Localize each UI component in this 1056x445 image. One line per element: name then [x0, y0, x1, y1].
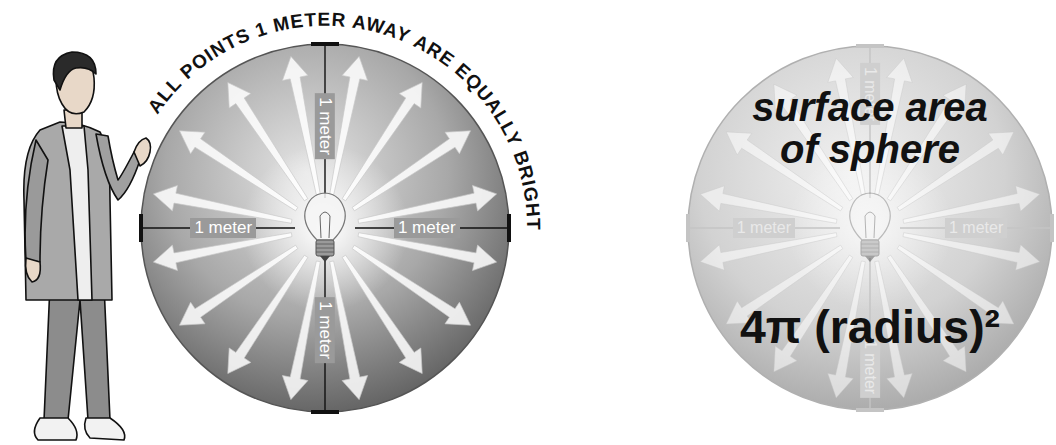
- radius-end-bar: [856, 408, 884, 412]
- radius-end-bar: [507, 214, 511, 242]
- curved-caption: ALL POINTS 1 METER AWAY ARE EQUALLY BRIG…: [144, 9, 545, 231]
- radius-end-bar: [856, 44, 884, 48]
- sphere-outline: [688, 46, 1052, 410]
- light-ray-arrow: [153, 233, 292, 271]
- radius-end-bar: [686, 214, 690, 242]
- radius-end-bar: [311, 410, 339, 414]
- sphere: ALL POINTS 1 METER AWAY ARE EQUALLY BRIG…: [140, 43, 510, 413]
- light-ray-arrow: [342, 83, 422, 201]
- radius-end-bar: [139, 214, 143, 242]
- light-ray-arrow: [330, 261, 368, 400]
- radius-end-bar: [311, 42, 339, 46]
- radius-label: 1 meter: [315, 93, 335, 159]
- man-figure: [0, 0, 160, 445]
- light-ray-arrow: [180, 131, 298, 211]
- formula-text: 4π (radius)²: [740, 300, 1000, 354]
- radius-end-bar: [1050, 214, 1054, 242]
- light-bulb: [305, 193, 346, 262]
- heading-text: surface area of sphere: [735, 86, 1005, 170]
- sphere: 1 meter1 meter1 meter1 metersurface area…: [687, 45, 1053, 411]
- radius-label: 1 meter: [190, 218, 256, 238]
- radius-label: 1 meter: [733, 218, 795, 238]
- light-ray-arrow: [700, 233, 837, 271]
- light-bulb: [850, 193, 891, 262]
- light-ray-arrow: [352, 245, 470, 325]
- sphere-outline: [141, 44, 509, 412]
- radius-label: 1 meter: [945, 218, 1007, 238]
- light-ray-arrow: [228, 255, 308, 373]
- radius-label: 1 meter: [315, 297, 335, 363]
- curved-heading: ALL POINTS 1 METER AWAY ARE EQUALLY BRIG…: [80, 0, 570, 445]
- radius-label: 1 meter: [394, 218, 460, 238]
